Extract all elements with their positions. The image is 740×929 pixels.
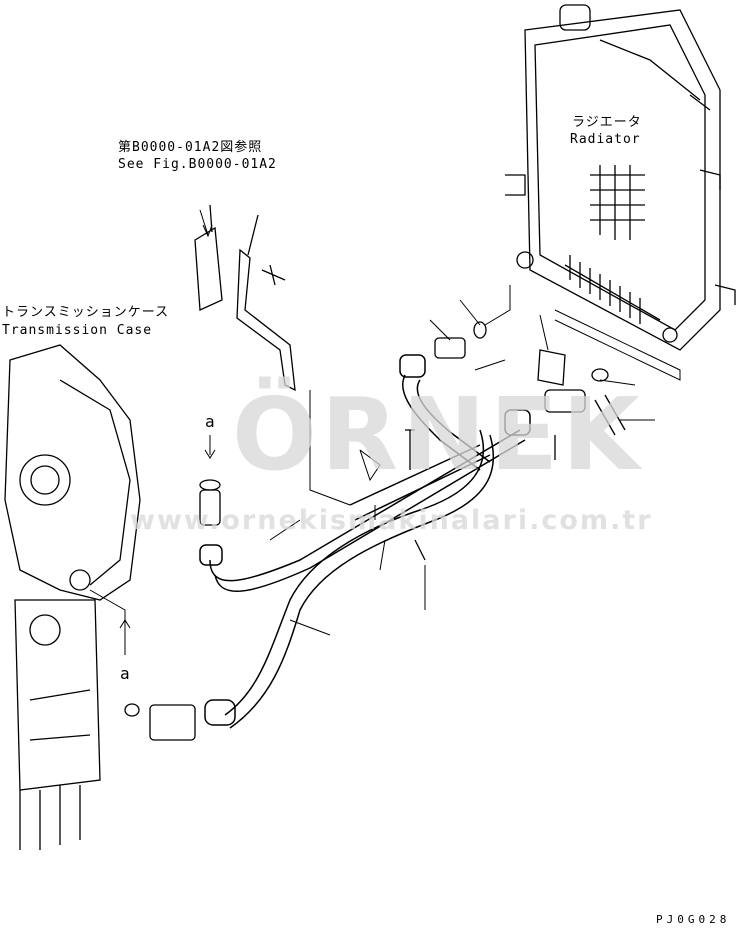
transmission-case (4, 344, 141, 850)
leader-lines (89, 209, 681, 655)
hoses (199, 354, 531, 729)
radiator-label-en: Radiator (570, 132, 641, 147)
marker-a-top: a (205, 412, 216, 431)
watermark-url: www.ornekismakinalari.com.tr (130, 505, 653, 536)
radiator-label-jp: ラジエータ (572, 115, 642, 130)
drawing-code: PJ0G028 (656, 913, 731, 926)
marker-a-bottom: a (120, 664, 131, 683)
bracket (194, 204, 296, 392)
reference-label-en: See Fig.B0000-01A2 (118, 157, 277, 172)
radiator (505, 4, 736, 351)
transmission-label-en: Transmission Case (2, 323, 153, 338)
watermark-logo: ÖRNEK (232, 376, 644, 493)
transmission-label-jp: トランスミッションケース (2, 305, 170, 320)
fittings (124, 321, 626, 741)
reference-label-jp: 第B0000-01A2図参照 (118, 140, 263, 155)
